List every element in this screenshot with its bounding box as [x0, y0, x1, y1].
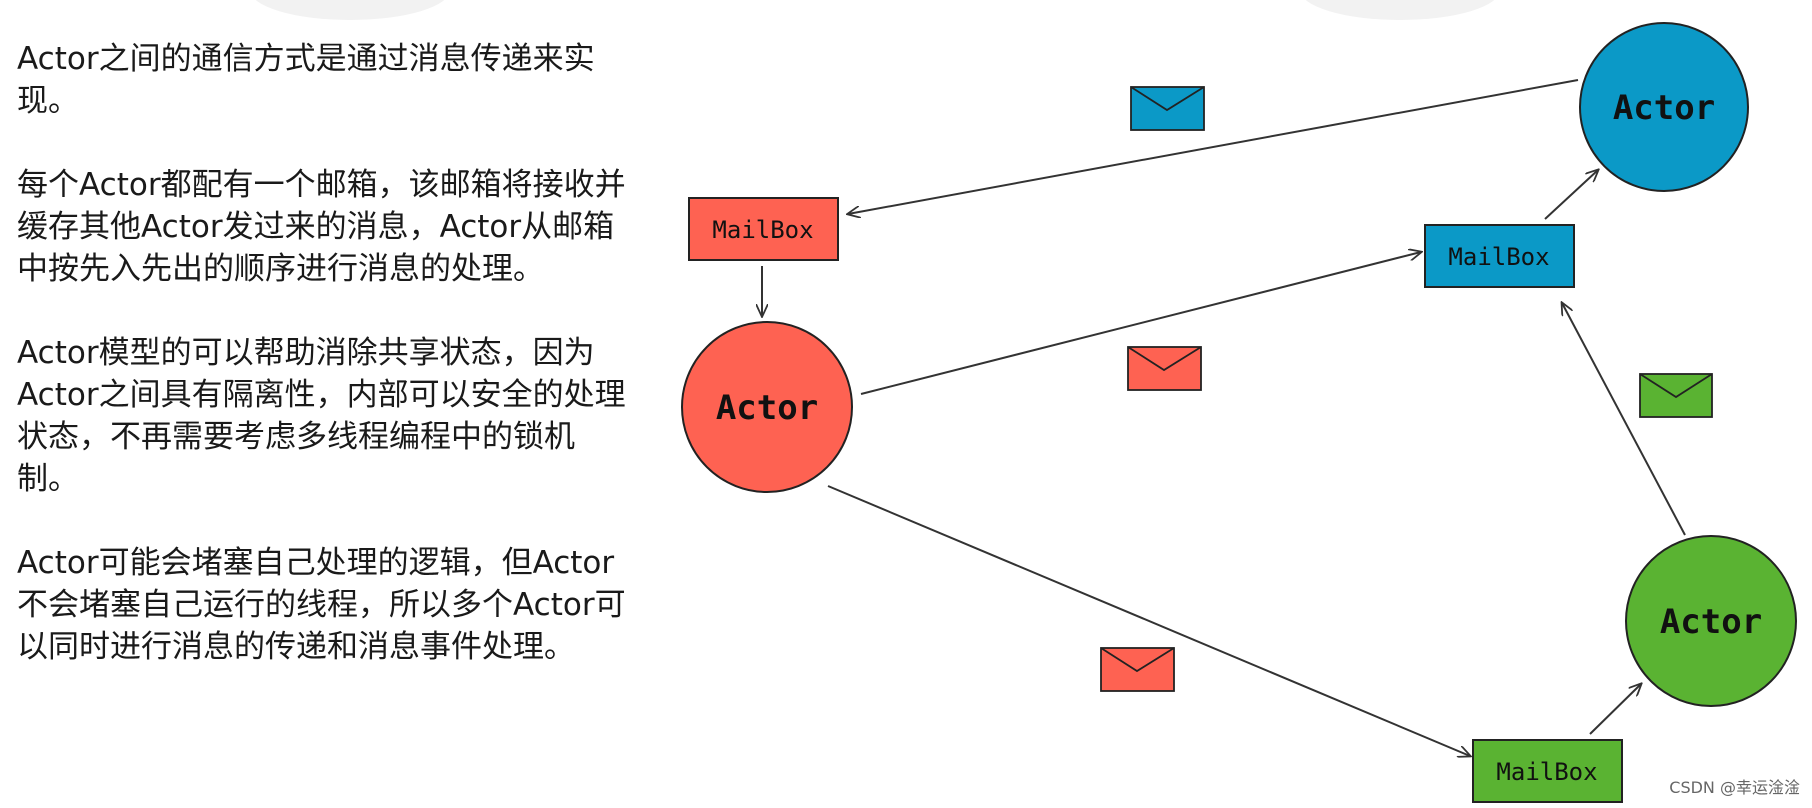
actor-node-green: Actor [1625, 535, 1797, 707]
mailbox-box-blue [1424, 224, 1575, 288]
actor-node-blue: Actor [1579, 22, 1749, 192]
arrow-blue-mailbox-to-blue-actor [1544, 170, 1598, 220]
actor-label-red: Actor [716, 388, 818, 428]
actor-label-green: Actor [1660, 602, 1762, 642]
mailbox-green: MailBox [1472, 739, 1623, 803]
arrow-red-actor-to-green-mailbox [827, 485, 1470, 756]
envelope-red-lower-icon [1100, 647, 1175, 692]
paragraph-4: Actor可能会堵塞自己处理的逻辑，但Actor不会堵塞自己运行的线程，所以多个… [17, 545, 626, 665]
mailbox-label-red: MailBox [712, 216, 813, 244]
arrow-red-actor-to-blue-mailbox [860, 252, 1421, 395]
paragraph-2: 每个Actor都配有一个邮箱，该邮箱将接收并缓存其他Actor发过来的消息，Ac… [17, 167, 626, 287]
mailbox-label-blue: MailBox [1448, 243, 1549, 271]
watermark: CSDN @幸运淦淦 [1669, 778, 1800, 797]
actor-circle-blue [1579, 22, 1749, 192]
paragraph-1: Actor之间的通信方式是通过消息传递来实现。 [17, 41, 595, 119]
mailbox-blue: MailBox [1424, 224, 1575, 288]
mailbox-box-red [688, 197, 839, 261]
actor-circle-red [681, 321, 853, 493]
description-text: Actor之间的通信方式是通过消息传递来实现。 每个Actor都配有一个邮箱，该… [17, 38, 627, 710]
actor-label-blue: Actor [1613, 88, 1715, 128]
mailbox-box-green [1472, 739, 1623, 803]
arrow-green-actor-to-blue-mailbox [1562, 303, 1686, 536]
background-shape-left [250, 0, 450, 20]
envelope-blue-icon [1130, 86, 1205, 131]
envelope-green-icon [1639, 373, 1713, 418]
actor-node-red: Actor [681, 321, 853, 493]
mailbox-label-green: MailBox [1496, 758, 1597, 786]
envelope-red-icon [1127, 346, 1202, 391]
mailbox-red: MailBox [688, 197, 839, 261]
arrow-blue-actor-to-red-mailbox [848, 79, 1579, 214]
paragraph-3: Actor模型的可以帮助消除共享状态，因为Actor之间具有隔离性，内部可以安全… [17, 335, 626, 497]
background-shape-right [1300, 0, 1500, 20]
actor-circle-green [1625, 535, 1797, 707]
arrow-green-mailbox-to-green-actor [1589, 684, 1641, 735]
